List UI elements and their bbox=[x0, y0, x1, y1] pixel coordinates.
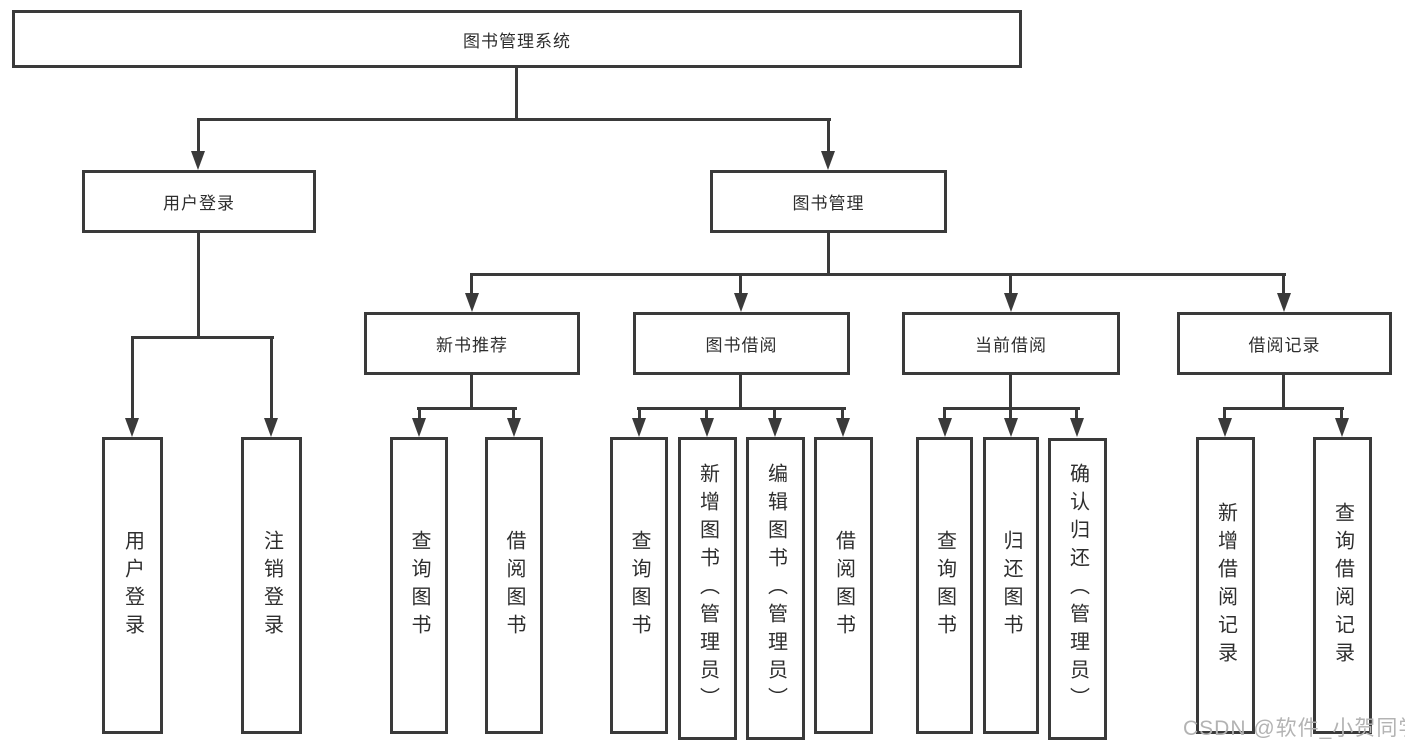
leaf-add-book-admin: 新增图书（管理员） bbox=[678, 437, 737, 740]
connector-line bbox=[197, 118, 831, 121]
node-current-borrow: 当前借阅 bbox=[902, 312, 1120, 375]
arrowhead bbox=[1004, 293, 1018, 312]
arrowhead bbox=[836, 418, 850, 437]
connector-line bbox=[1223, 407, 1226, 420]
node-user-login: 用户登录 bbox=[82, 170, 316, 233]
csdn-watermark: CSDN @软件_小贺同学 bbox=[1183, 717, 1405, 740]
leaf-label: 新增借阅记录 bbox=[1214, 501, 1237, 670]
connector-line bbox=[270, 336, 273, 420]
connector-line bbox=[1282, 375, 1285, 407]
leaf-query-borrow-record: 查询借阅记录 bbox=[1313, 437, 1372, 734]
connector-line bbox=[470, 375, 473, 407]
leaf-user-login: 用户登录 bbox=[102, 437, 163, 734]
connector-line bbox=[470, 273, 1286, 276]
leaf-query-books: 查询图书 bbox=[390, 437, 448, 734]
connector-line bbox=[739, 273, 742, 295]
node-label: 图书借阅 bbox=[705, 336, 778, 355]
arrowhead bbox=[821, 151, 835, 170]
connector-line bbox=[705, 407, 708, 420]
connector-line bbox=[417, 407, 517, 410]
leaf-add-borrow-record: 新增借阅记录 bbox=[1196, 437, 1255, 734]
connector-line bbox=[1009, 273, 1012, 295]
connector-line bbox=[827, 118, 830, 153]
node-borrow-records: 借阅记录 bbox=[1177, 312, 1392, 375]
connector-line bbox=[1282, 273, 1285, 295]
arrowhead bbox=[1277, 293, 1291, 312]
connector-line bbox=[1223, 407, 1344, 410]
connector-line bbox=[1075, 407, 1078, 420]
leaf-label: 查询图书 bbox=[408, 529, 430, 642]
node-label: 用户登录 bbox=[163, 194, 235, 213]
connector-line bbox=[131, 336, 274, 339]
node-label: 新书推荐 bbox=[436, 336, 508, 355]
arrowhead bbox=[938, 418, 952, 437]
leaf-label: 确认归还（管理员） bbox=[1066, 463, 1089, 715]
leaf-label: 查询图书 bbox=[933, 529, 956, 642]
arrowhead bbox=[1070, 418, 1084, 437]
connector-line bbox=[943, 407, 946, 420]
arrowhead bbox=[1004, 418, 1018, 437]
leaf-label: 查询借阅记录 bbox=[1331, 501, 1354, 670]
leaf-return-book: 归还图书 bbox=[983, 437, 1039, 734]
leaf-label: 归还图书 bbox=[1000, 529, 1022, 642]
leaf-label: 借阅图书 bbox=[832, 529, 855, 642]
leaf-label: 借阅图书 bbox=[503, 529, 525, 642]
node-label: 图书管理系统 bbox=[463, 31, 571, 51]
node-label: 当前借阅 bbox=[975, 336, 1047, 355]
node-book-management: 图书管理 bbox=[710, 170, 947, 233]
arrowhead bbox=[700, 418, 714, 437]
connector-line bbox=[1340, 407, 1343, 420]
leaf-logout: 注销登录 bbox=[241, 437, 302, 734]
leaf-label: 查询图书 bbox=[628, 529, 650, 642]
leaf-query-books: 查询图书 bbox=[916, 437, 973, 734]
connector-line bbox=[773, 407, 776, 420]
leaf-borrow-books: 借阅图书 bbox=[485, 437, 543, 734]
arrowhead bbox=[734, 293, 748, 312]
leaf-query-books: 查询图书 bbox=[610, 437, 668, 734]
node-root-system: 图书管理系统 bbox=[12, 10, 1022, 68]
arrowhead bbox=[412, 418, 426, 437]
connector-line bbox=[470, 273, 473, 295]
arrowhead bbox=[632, 418, 646, 437]
arrowhead bbox=[264, 418, 278, 437]
connector-line bbox=[197, 233, 200, 336]
arrowhead bbox=[191, 151, 205, 170]
node-label: 图书管理 bbox=[792, 194, 865, 213]
leaf-confirm-return-admin: 确认归还（管理员） bbox=[1048, 438, 1107, 740]
connector-line bbox=[515, 68, 518, 118]
arrowhead bbox=[1218, 418, 1232, 437]
arrowhead bbox=[768, 418, 782, 437]
connector-line bbox=[1009, 375, 1012, 407]
leaf-borrow-books: 借阅图书 bbox=[814, 437, 873, 734]
leaf-label: 编辑图书（管理员） bbox=[764, 462, 787, 715]
connector-line bbox=[131, 336, 134, 420]
connector-line bbox=[418, 407, 421, 420]
node-new-book-recommend: 新书推荐 bbox=[364, 312, 580, 375]
connector-line bbox=[1009, 407, 1012, 420]
connector-line bbox=[739, 375, 742, 407]
connector-line bbox=[637, 407, 846, 410]
leaf-edit-book-admin: 编辑图书（管理员） bbox=[746, 437, 805, 740]
arrowhead bbox=[1335, 418, 1349, 437]
connector-line bbox=[638, 407, 641, 420]
connector-line bbox=[512, 407, 515, 420]
leaf-label: 用户登录 bbox=[121, 529, 144, 642]
leaf-label: 注销登录 bbox=[260, 529, 283, 642]
arrowhead bbox=[465, 293, 479, 312]
connector-line bbox=[197, 118, 200, 153]
connector-line bbox=[827, 233, 830, 273]
connector-line bbox=[841, 407, 844, 420]
arrowhead bbox=[125, 418, 139, 437]
leaf-label: 新增图书（管理员） bbox=[696, 462, 719, 715]
arrowhead bbox=[507, 418, 521, 437]
node-book-borrow: 图书借阅 bbox=[633, 312, 850, 375]
node-label: 借阅记录 bbox=[1248, 336, 1321, 355]
